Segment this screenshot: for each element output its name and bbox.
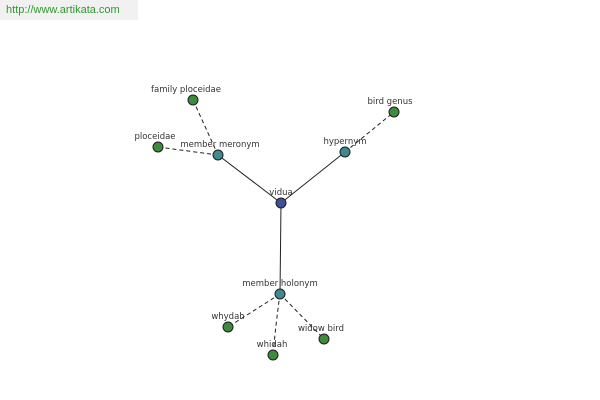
edge-vidua-member-holonym	[279, 202, 282, 295]
node-widow-bird[interactable]	[318, 333, 330, 345]
edge-member-meronym-family-ploceidae	[192, 99, 219, 156]
node-member-meronym[interactable]	[212, 149, 224, 161]
node-vidua[interactable]	[275, 197, 287, 209]
label-bird-genus: bird genus	[367, 97, 413, 107]
label-widow-bird: widow bird	[298, 324, 344, 334]
node-ploceidae[interactable]	[152, 141, 164, 153]
edge-hypernym-bird-genus	[344, 111, 395, 153]
node-bird-genus[interactable]	[388, 106, 400, 118]
label-member-meronym: member meronym	[180, 140, 259, 150]
label-ploceidae: ploceidae	[134, 132, 175, 142]
label-vidua: vidua	[269, 188, 292, 198]
edge-member-meronym-ploceidae	[157, 146, 219, 156]
label-whidah: whidah	[257, 340, 288, 350]
site-url-link[interactable]: http://www.artikata.com	[0, 0, 138, 20]
node-family-ploceidae[interactable]	[187, 94, 199, 106]
node-hypernym[interactable]	[339, 146, 351, 158]
label-whydah: whydah	[211, 312, 244, 322]
edge-member-holonym-whydah	[227, 293, 281, 328]
label-hypernym: hypernym	[323, 137, 366, 147]
label-family-ploceidae: family ploceidae	[151, 85, 221, 95]
node-whydah[interactable]	[222, 321, 234, 333]
label-member-holonym: member holonym	[242, 279, 317, 289]
node-member-holonym[interactable]	[274, 288, 286, 300]
edge-vidua-hypernym	[280, 151, 346, 204]
edge-vidua-member-meronym	[217, 154, 282, 204]
node-whidah[interactable]	[267, 349, 279, 361]
edge-member-holonym-widow-bird	[279, 293, 325, 340]
